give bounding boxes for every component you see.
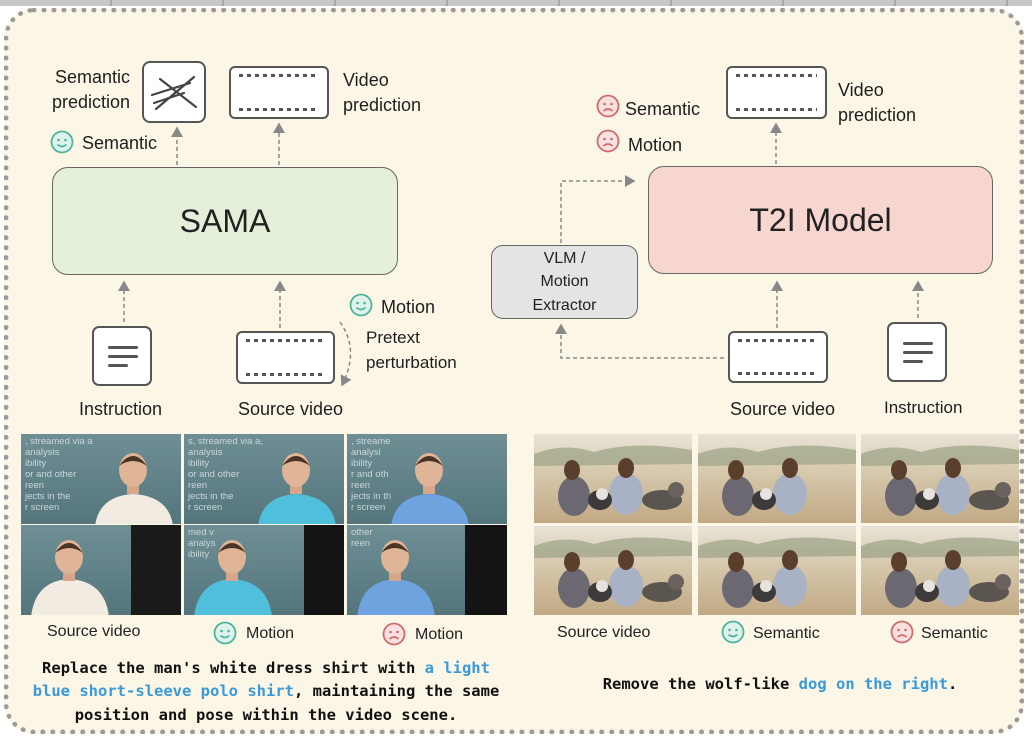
video-prediction-film-icon [726, 66, 827, 119]
source-video-label: Source video [730, 399, 836, 419]
dog-video-frame [534, 434, 692, 523]
smiley-icon [721, 620, 745, 644]
arrow-pretext-perturbation [339, 321, 352, 387]
source-video-film-icon [236, 331, 335, 384]
t2i-label: T2I Model [749, 201, 892, 238]
motion-bad-label: Motion [628, 135, 683, 155]
slide-text-line: jects in the [24, 491, 70, 502]
slide-text-line: ibility [188, 549, 209, 560]
slide-text-line: reen [188, 480, 207, 491]
caption-source-video: Source video [557, 624, 651, 641]
slide-text-line: r screen [351, 502, 385, 513]
prompt-text: . [947, 675, 958, 693]
smiley-icon [349, 293, 373, 317]
instruction-label: Instruction [884, 398, 963, 417]
source-video-film-icon [728, 331, 828, 383]
frown-icon [890, 620, 914, 644]
slide-text-line: jects in the [187, 491, 233, 502]
extractor-line-3: Extractor [532, 296, 597, 314]
slide-text-line: , streamed via a [25, 436, 93, 447]
video-prediction-film-icon [229, 66, 329, 119]
slide-text-line: analysis [25, 447, 60, 458]
extractor-line-1: VLM / [543, 250, 586, 268]
slide-text-line: , streame [351, 436, 391, 447]
document-icon [92, 326, 152, 386]
instruction-label: Instruction [79, 399, 163, 419]
slide-text-line: reen [351, 480, 370, 491]
slide-text-line: reen [25, 480, 44, 491]
slide-text-line: other [351, 527, 373, 538]
slide-text-line: r screen [188, 502, 222, 513]
source-video-label: Source video [238, 399, 344, 419]
slide-text-line: analysi [351, 447, 381, 458]
caption-motion-bad: Motion [415, 626, 464, 643]
man-video-frame [21, 525, 181, 615]
slide-text-line: ibility [351, 458, 372, 469]
smiley-icon [213, 621, 237, 645]
arrow-video-to-extractor [555, 323, 724, 359]
slide-text-line: reen [351, 538, 370, 549]
sama-label: SAMA [179, 202, 271, 239]
arrow-extractor-to-t2i [560, 175, 636, 243]
vlm-motion-extractor-box: VLM / Motion Extractor [491, 245, 638, 319]
dog-video-frame [861, 434, 1019, 523]
slide-text-line: jects in th [350, 491, 391, 502]
dog-video-frame [698, 434, 856, 523]
scribble-icon [150, 75, 198, 111]
smiley-icon [50, 130, 74, 154]
slide-text-line: ibility [188, 458, 209, 469]
sama-model-box: SAMA [52, 167, 398, 275]
caption-motion-good: Motion [246, 625, 295, 642]
frown-icon [596, 129, 620, 153]
extractor-line-2: Motion [540, 273, 589, 291]
slide-text-line: s, streamed via a, [188, 436, 263, 447]
slide-text-line: med v [188, 527, 214, 538]
slide-text-line: analysis [188, 447, 223, 458]
prompt-text: Remove the wolf-like [602, 675, 799, 693]
caption-source-video: Source video [47, 623, 141, 640]
semantic-bad-label: Semantic [625, 99, 701, 119]
semantic-prediction-box [142, 61, 206, 123]
highlighted-prompt-text: a light blue short-sleeve polo shirt [32, 659, 490, 701]
window-strip [0, 0, 1032, 6]
dog-video-frame [698, 526, 856, 615]
slide-text-line: or and other [188, 469, 239, 480]
caption-semantic-good: Semantic [753, 625, 820, 642]
dog-video-frame [861, 526, 1019, 615]
slide-text-line: r screen [25, 502, 59, 513]
prompt-left: Replace the man's white dress shirt with… [26, 657, 506, 727]
document-icon [887, 322, 947, 382]
dog-video-frame [534, 526, 692, 615]
slide-text-line: or and other [25, 469, 76, 480]
caption-semantic-bad: Semantic [921, 625, 988, 642]
prompt-right: Remove the wolf-like dog on the right. [560, 673, 1000, 696]
slide-text-line: r and oth [351, 469, 389, 480]
slide-text-line: ibility [25, 458, 46, 469]
semantic-good-label: Semantic [82, 133, 158, 153]
prompt-text: Replace the man's white dress shirt with [42, 659, 425, 677]
motion-good-label: Motion [381, 297, 436, 317]
t2i-model-box: T2I Model [648, 166, 993, 274]
highlighted-prompt-text: dog on the right [798, 675, 948, 693]
frown-icon [596, 94, 620, 118]
slide-text-line: analys [188, 538, 216, 549]
frown-icon [382, 622, 406, 646]
prompt-text: , maintaining the same position and pose… [74, 682, 500, 724]
